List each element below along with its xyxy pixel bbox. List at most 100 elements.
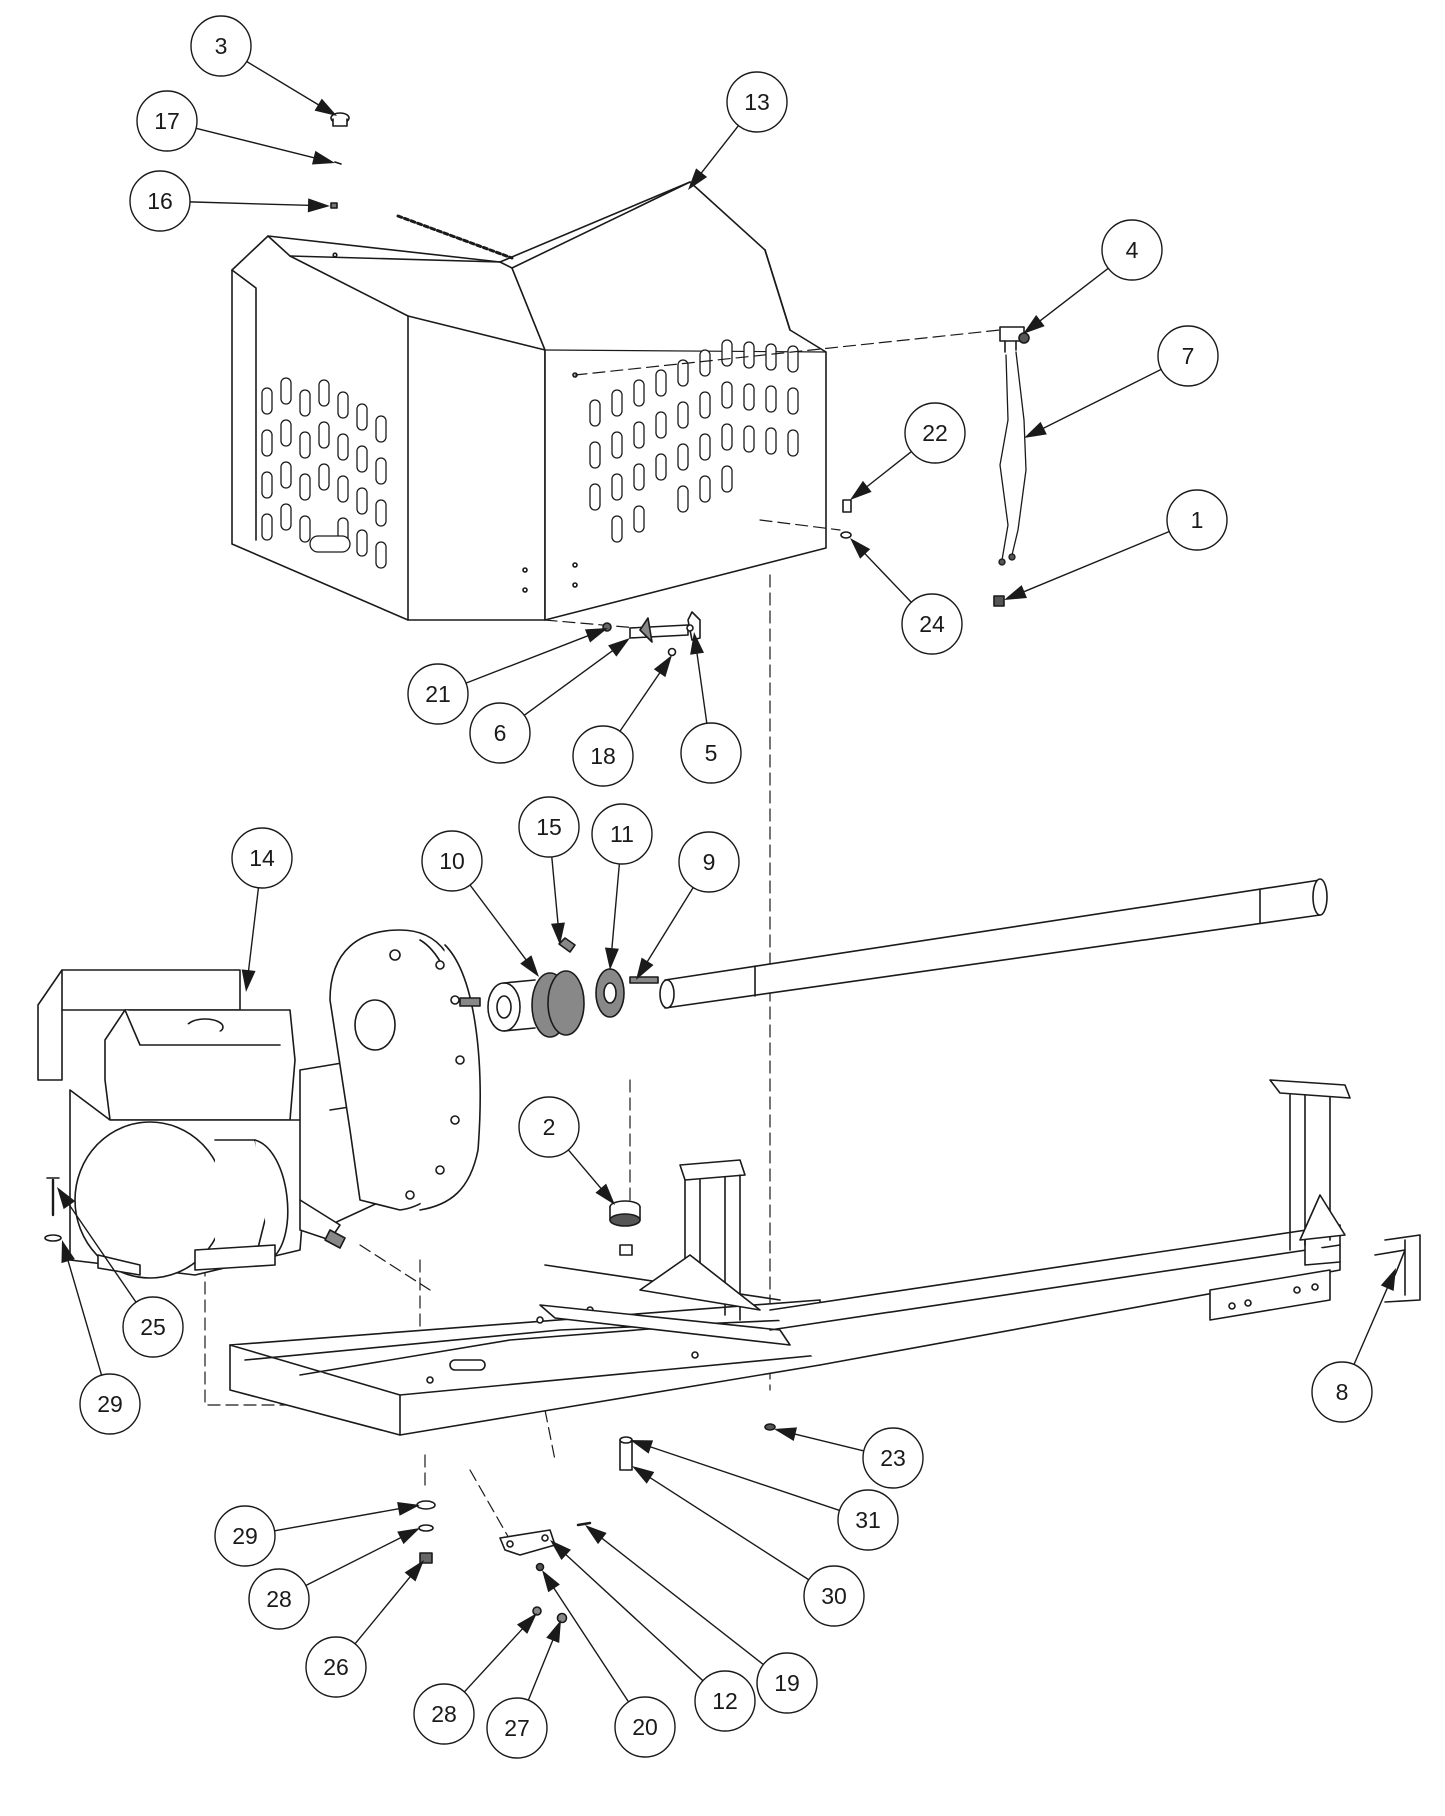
callout-28: 28 (248, 1568, 310, 1630)
arrowhead-22 (850, 480, 872, 500)
callout-2: 2 (518, 1096, 580, 1158)
arrowhead-12 (550, 1540, 571, 1561)
callout-number: 30 (821, 1583, 847, 1609)
leader-line-9 (646, 886, 694, 962)
callout-circle (486, 1697, 548, 1759)
arrowhead-28 (397, 1528, 420, 1545)
callout-29: 29 (79, 1373, 141, 1435)
callout-circle (469, 702, 531, 764)
callout-number: 5 (705, 740, 718, 766)
leader-line-3 (245, 60, 319, 106)
callout-circle (79, 1373, 141, 1435)
callout-18: 18 (572, 725, 634, 787)
latch-assembly (602, 611, 701, 657)
leader-line-4 (1039, 267, 1109, 322)
arrowhead-29 (61, 1240, 75, 1264)
leader-line-21 (465, 635, 589, 684)
callout-number: 26 (323, 1654, 349, 1680)
callout-circle (803, 1565, 865, 1627)
leader-line-31 (650, 1446, 841, 1512)
arrowhead-27 (546, 1620, 561, 1644)
leader-line-28 (463, 1628, 523, 1693)
callout-13: 13 (726, 71, 788, 133)
leader-line-10 (469, 884, 527, 961)
callout-7: 7 (1157, 325, 1219, 387)
callout-number: 29 (97, 1391, 123, 1417)
callout-25: 25 (122, 1296, 184, 1358)
callout-21: 21 (407, 663, 469, 725)
engine-gearbox-assembly (37, 929, 481, 1279)
callout-circle (591, 803, 653, 865)
leader-line-28 (305, 1537, 402, 1587)
arrowhead-16 (307, 198, 330, 213)
callout-5: 5 (680, 722, 742, 784)
arrowhead-14 (241, 969, 256, 992)
arrowhead-18 (653, 655, 672, 678)
callout-circle (248, 1568, 310, 1630)
callout-number: 13 (744, 89, 770, 115)
callout-circle (421, 830, 483, 892)
callout-20: 20 (614, 1696, 676, 1758)
arrowhead-7 (1024, 421, 1047, 438)
callout-circle (407, 663, 469, 725)
callout-number: 16 (147, 188, 173, 214)
callout-15: 15 (518, 796, 580, 858)
callout-number: 18 (590, 743, 616, 769)
callout-circle (1101, 219, 1163, 281)
callout-circle (122, 1296, 184, 1358)
callout-number: 21 (425, 681, 451, 707)
callout-circle (129, 170, 191, 232)
arrowhead-19 (585, 1525, 607, 1545)
callout-circle (726, 71, 788, 133)
callout-circle (756, 1652, 818, 1714)
screw-part22 (842, 499, 852, 513)
callout-circle (1157, 325, 1219, 387)
arrowhead-10 (520, 955, 539, 977)
callout-circle (694, 1670, 756, 1732)
leader-line-30 (649, 1477, 810, 1581)
callout-27: 27 (486, 1697, 548, 1759)
callout-number: 27 (504, 1715, 530, 1741)
arrowhead-8 (1380, 1268, 1396, 1291)
leader-line-5 (696, 653, 708, 724)
callout-circle (190, 15, 252, 77)
callout-29: 29 (214, 1505, 276, 1567)
leader-line-26 (354, 1576, 411, 1645)
callout-number: 4 (1126, 237, 1139, 263)
callout-12: 12 (694, 1670, 756, 1732)
leader-line-17 (195, 127, 315, 159)
bumper-part2 (609, 1200, 641, 1256)
arrowhead-30 (632, 1466, 655, 1484)
leader-line-22 (866, 450, 913, 488)
leader-line-12 (565, 1554, 704, 1682)
callout-number: 22 (922, 420, 948, 446)
arrowhead-1 (1004, 585, 1028, 600)
callout-number: 10 (439, 848, 465, 874)
callout-number: 20 (632, 1714, 658, 1740)
callout-19: 19 (756, 1652, 818, 1714)
leader-lines (57, 60, 1396, 1703)
screw-part17 (334, 161, 342, 165)
callout-22: 22 (904, 402, 966, 464)
callout-circle (1311, 1361, 1373, 1423)
arrowhead-26 (404, 1560, 424, 1582)
connector-part1 (993, 595, 1005, 607)
callout-number: 25 (140, 1314, 166, 1340)
callout-31: 31 (837, 1489, 899, 1551)
arrowhead-28 (516, 1613, 537, 1634)
leader-line-24 (864, 553, 912, 603)
nut-part16 (330, 202, 338, 209)
leader-line-23 (794, 1433, 865, 1452)
leader-line-7 (1042, 368, 1162, 429)
callout-1: 1 (1166, 489, 1228, 551)
callout-10: 10 (421, 830, 483, 892)
arrowhead-6 (608, 638, 630, 657)
callout-circle (678, 831, 740, 893)
callout-circle (1166, 489, 1228, 551)
leader-line-29 (273, 1508, 400, 1532)
callout-circle (572, 725, 634, 787)
callout-14: 14 (231, 827, 293, 889)
arrowhead-21 (584, 628, 608, 643)
leader-line-19 (601, 1537, 765, 1666)
